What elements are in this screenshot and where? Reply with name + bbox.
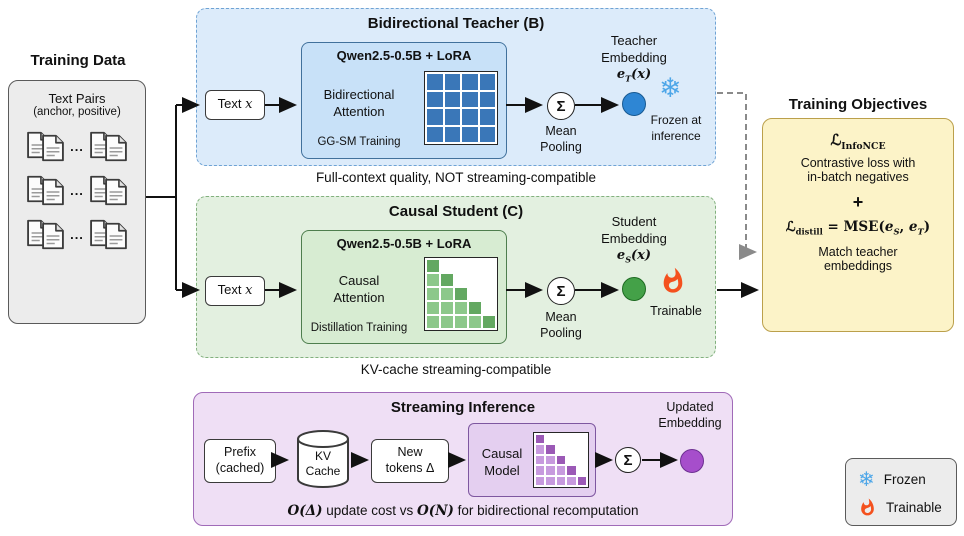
student-model-box: Qwen2.5-0.5B + LoRA Causal Attention Dis… (301, 230, 507, 344)
teacher-input-var: x (245, 97, 253, 113)
objectives-panel: ℒInfoNCE Contrastive loss with in-batch … (762, 118, 954, 332)
student-attention-label: Causal Attention (333, 273, 385, 305)
legend-panel: ❄ Frozen Trainable (845, 458, 957, 526)
student-embedding-label: Student Embedding eS(x) (601, 214, 667, 265)
ellipsis: ... (70, 139, 84, 154)
ellipsis: ... (70, 227, 84, 242)
updated-embedding-label: Updated Embedding (658, 400, 722, 431)
kv-cache-label: KV Cache (305, 449, 341, 478)
text-pair-row: ... (9, 131, 145, 162)
streaming-model-label: Causal Model (481, 446, 523, 478)
streaming-title: Streaming Inference (390, 399, 536, 416)
streaming-sum-node: Σ (615, 447, 641, 473)
dashed-arrow-teacher-to-distill (717, 92, 757, 260)
anchor-positive-label: (anchor, positive) (33, 106, 121, 118)
plus-sign: + (852, 192, 864, 212)
teacher-embedding-label: Teacher Embedding eT(x) (601, 33, 667, 84)
documents-icon (26, 175, 65, 206)
documents-icon (89, 131, 128, 162)
legend-trainable-label: Trainable (886, 499, 942, 515)
training-data-title: Training Data (30, 52, 126, 69)
streaming-causal-model-box: Causal Model (468, 423, 596, 497)
student-title: Causal Student (C) (388, 203, 524, 220)
teacher-panel: Bidirectional Teacher (B) Text x Qwen2.5… (196, 8, 716, 166)
snowflake-icon: ❄ (858, 467, 875, 491)
legend-frozen-row: ❄ Frozen (846, 465, 956, 493)
teacher-model-box: Qwen2.5-0.5B + LoRA Bidirectional Attent… (301, 42, 507, 159)
student-input-label: Text (217, 282, 246, 298)
infonce-loss-formula: ℒInfoNCE (830, 131, 886, 152)
snowflake-icon: ❄ (659, 73, 682, 104)
legend-frozen-label: Frozen (883, 471, 926, 487)
new-tokens-box: New tokens Δ (371, 439, 449, 483)
student-caption: KV-cache streaming-compatible (360, 362, 552, 377)
student-input-box: Text x (205, 276, 265, 306)
student-panel: Causal Student (C) Text x Qwen2.5-0.5B +… (196, 196, 716, 358)
student-sum-node: Σ (547, 277, 575, 305)
streaming-caption: O(Δ) update cost vs O(N) for bidirection… (287, 503, 639, 519)
documents-icon (26, 219, 65, 250)
student-training-label: Distillation Training (310, 322, 408, 335)
distill-loss-formula: ℒdistill = MSE(eS, eT) (785, 219, 931, 237)
kv-cache-cylinder: KV Cache (291, 427, 355, 493)
teacher-input-box: Text x (205, 90, 265, 120)
teacher-sum-node: Σ (547, 92, 575, 120)
teacher-training-label: GG-SM Training (317, 136, 401, 149)
infonce-description: Contrastive loss with in-batch negatives (800, 156, 916, 184)
teacher-title: Bidirectional Teacher (B) (367, 15, 545, 32)
student-input-var: x (245, 283, 253, 299)
text-pairs-label: Text Pairs (48, 91, 106, 106)
teacher-embedding-node (622, 92, 646, 116)
prefix-box: Prefix (cached) (204, 439, 276, 483)
updated-embedding-node (680, 449, 704, 473)
trainable-label: Trainable (650, 304, 702, 318)
text-pair-row: ... (9, 219, 145, 250)
documents-icon (89, 175, 128, 206)
legend-trainable-row: Trainable (846, 493, 956, 521)
objectives-title: Training Objectives (788, 96, 928, 113)
distill-description: Match teacher embeddings (818, 244, 898, 273)
student-pooling-label: Mean Pooling (540, 310, 582, 341)
student-model-title: Qwen2.5-0.5B + LoRA (336, 236, 472, 251)
causal-attention-mask (424, 257, 498, 331)
teacher-input-label: Text (217, 96, 246, 112)
teacher-caption: Full-context quality, NOT streaming-comp… (315, 170, 597, 185)
bidirectional-attention-mask (424, 71, 498, 145)
streaming-attention-mask (533, 432, 589, 488)
flame-icon (663, 267, 683, 293)
frozen-at-inference-label: Frozen at inference (650, 113, 702, 143)
text-pair-row: ... (9, 175, 145, 206)
documents-icon (89, 219, 128, 250)
teacher-model-title: Qwen2.5-0.5B + LoRA (336, 48, 472, 63)
student-embedding-node (622, 277, 646, 301)
teacher-pooling-label: Mean Pooling (540, 124, 582, 155)
ellipsis: ... (70, 183, 84, 198)
flame-icon (861, 498, 874, 515)
documents-icon (26, 131, 65, 162)
teacher-attention-label: Bidirectional Attention (323, 87, 395, 119)
streaming-panel: Streaming Inference Prefix (cached) KV C… (193, 392, 733, 526)
training-data-panel: Text Pairs (anchor, positive) ... ... (8, 80, 146, 324)
